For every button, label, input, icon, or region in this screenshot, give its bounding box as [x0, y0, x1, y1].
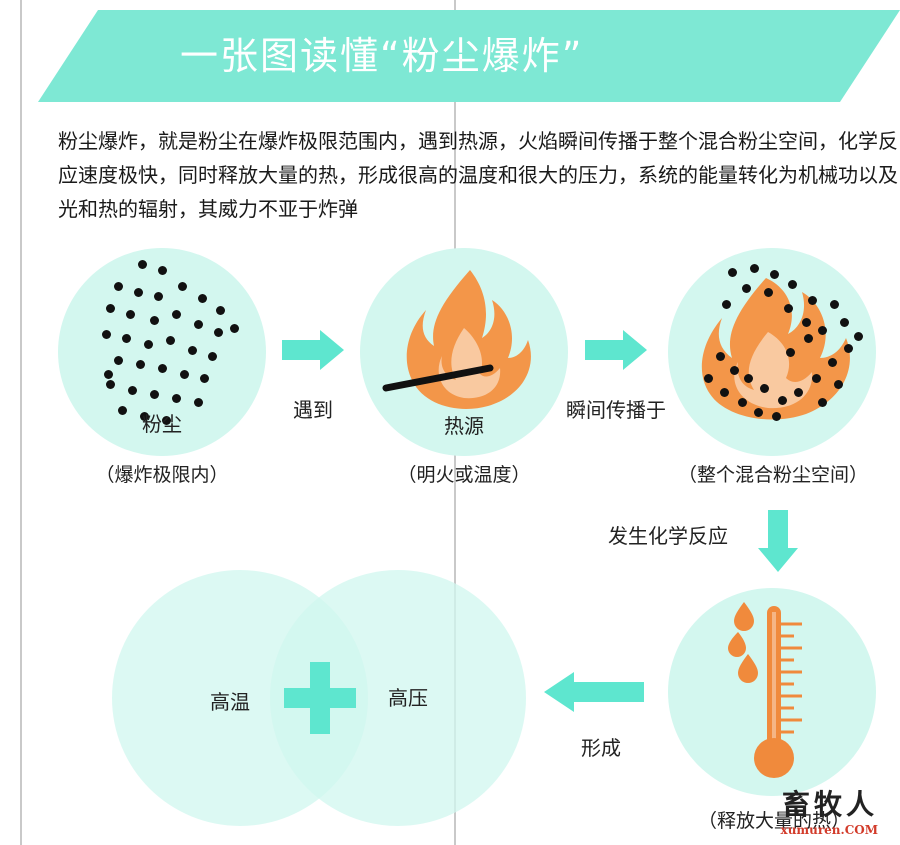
particle-dot — [154, 292, 163, 301]
particle-dot — [804, 334, 813, 343]
particle-dot — [730, 366, 739, 375]
particle-dot — [126, 310, 135, 319]
particle-dot — [136, 360, 145, 369]
particle-dot — [216, 306, 225, 315]
particle-dot — [144, 340, 153, 349]
particle-dot — [166, 336, 175, 345]
particle-dot — [150, 316, 159, 325]
particle-dot — [214, 328, 223, 337]
arrow-label-reaction: 发生化学反应 — [608, 524, 728, 548]
particle-dot — [830, 300, 839, 309]
particle-dot — [840, 318, 849, 327]
particle-dot — [134, 288, 143, 297]
title-banner — [38, 10, 900, 102]
particle-dot — [808, 296, 817, 305]
particle-dot — [150, 390, 159, 399]
particle-dot — [172, 310, 181, 319]
particle-dot — [770, 270, 779, 279]
particle-dot — [208, 352, 217, 361]
particle-dot — [122, 334, 131, 343]
particle-dot — [818, 326, 827, 335]
arrow-label-form: 形成 — [581, 736, 621, 760]
particle-dot — [114, 356, 123, 365]
result-label-high-temperature: 高温 — [210, 690, 250, 714]
particle-dot — [178, 282, 187, 291]
particle-dot — [140, 412, 149, 421]
particle-dot — [158, 364, 167, 373]
arrow-right-icon — [282, 330, 344, 370]
particle-dot — [230, 324, 239, 333]
particle-dot — [162, 416, 171, 425]
particle-dot — [172, 394, 181, 403]
particle-dot — [194, 398, 203, 407]
particle-dot — [104, 370, 113, 379]
particle-dot — [760, 384, 769, 393]
mixed-dust-particles — [668, 248, 876, 456]
page-title: 一张图读懂“粉尘爆炸” — [180, 34, 584, 78]
particle-dot — [194, 320, 203, 329]
particle-dot — [754, 408, 763, 417]
arrow-left-icon — [544, 672, 644, 712]
thermometer-icon — [728, 602, 802, 778]
plus-icon — [284, 662, 356, 734]
particle-dot — [778, 396, 787, 405]
result-label-high-pressure: 高压 — [388, 686, 428, 710]
intro-paragraph: 粉尘爆炸，就是粉尘在爆炸极限范围内，遇到热源，火焰瞬间传播于整个混合粉尘空间，化… — [58, 129, 898, 221]
arrow-down-icon — [758, 510, 798, 572]
step-sub-heat-release: （释放大量的热） — [697, 810, 850, 832]
particle-dot — [106, 304, 115, 313]
arrow-right-icon — [585, 330, 647, 370]
flame-match-icon — [382, 270, 531, 409]
arrow-label-spread: 瞬间传播于 — [566, 398, 666, 422]
particle-dot — [784, 304, 793, 313]
step-label-heat: 热源 — [444, 414, 484, 438]
particle-dot — [188, 346, 197, 355]
particle-dot — [200, 374, 209, 383]
particle-dot — [844, 344, 853, 353]
particle-dot — [106, 380, 115, 389]
step-sub-heat: （明火或温度） — [397, 464, 531, 486]
particle-dot — [802, 318, 811, 327]
watermark: 畜牧人 xumuren.COM — [781, 783, 878, 837]
particle-dot — [704, 374, 713, 383]
flame-icon — [701, 278, 850, 420]
particle-dot — [716, 352, 725, 361]
particle-dot — [158, 266, 167, 275]
particle-dot — [102, 330, 111, 339]
arrow-label-encounter: 遇到 — [293, 398, 333, 422]
particle-dot — [750, 264, 759, 273]
particle-dot — [812, 374, 821, 383]
particle-dot — [138, 260, 147, 269]
watermark-name: 畜牧人 — [781, 788, 878, 821]
particle-dot — [788, 280, 797, 289]
particle-dot — [198, 294, 207, 303]
particle-dot — [818, 398, 827, 407]
dust-particles — [58, 248, 266, 456]
particle-dot — [720, 388, 729, 397]
particle-dot — [728, 268, 737, 277]
particle-dot — [128, 386, 137, 395]
particle-dot — [118, 406, 127, 415]
particle-dot — [834, 380, 843, 389]
particle-dot — [786, 348, 795, 357]
particle-dot — [794, 388, 803, 397]
particle-dot — [744, 374, 753, 383]
particle-dot — [764, 288, 773, 297]
step-sub-dust: （爆炸极限内） — [95, 464, 229, 486]
step-label-dust: 粉尘 — [142, 412, 182, 436]
watermark-url: xumuren.COM — [780, 823, 878, 837]
step-sub-mixed: （整个混合粉尘空间） — [677, 464, 868, 486]
frame-line-left — [20, 0, 22, 845]
particle-dot — [854, 332, 863, 341]
particle-dot — [722, 300, 731, 309]
particle-dot — [114, 282, 123, 291]
particle-dot — [828, 358, 837, 367]
particle-dot — [180, 370, 189, 379]
particle-dot — [738, 398, 747, 407]
particle-dot — [742, 284, 751, 293]
particle-dot — [772, 412, 781, 421]
